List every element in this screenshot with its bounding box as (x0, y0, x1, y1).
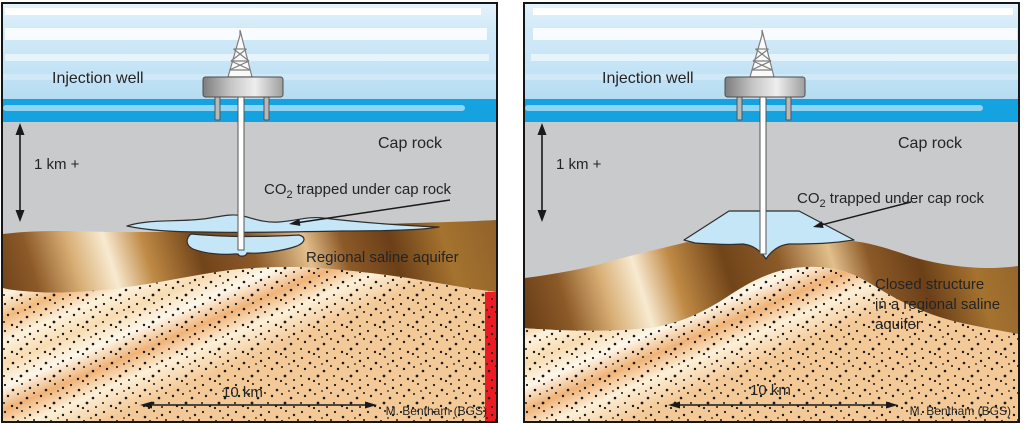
aquifer-label: Regional saline aquifer (306, 249, 459, 266)
rig-leg (785, 96, 792, 121)
rig-platform (724, 76, 806, 98)
injection-rig (202, 29, 284, 251)
rig-platform (202, 76, 284, 98)
co2-trapped-label: CO2 trapped under cap rock (264, 181, 452, 201)
depth-arrow (15, 123, 25, 222)
scale-label: 10 km (750, 382, 791, 399)
cap-rock-label: Cap rock (898, 135, 963, 152)
co2-trapped-label: CO2 trapped under cap rock (797, 190, 985, 210)
diagram-art-left (3, 4, 496, 421)
sea (3, 99, 496, 122)
co2-plume (126, 214, 440, 257)
saline-aquifer-band (3, 220, 496, 293)
co2-plume (683, 210, 855, 260)
sand-stipple (3, 267, 496, 421)
injection-well-label: Injection well (52, 70, 144, 87)
co2-pointer-arrow (289, 199, 451, 226)
scale-label: 10 km (222, 384, 263, 401)
credit-label: M. Bentham (BGS) (909, 404, 1011, 419)
panel-closed-structure: Injection well Cap rock 1 km + CO2 trapp… (523, 2, 1020, 423)
diagram-art-right (525, 4, 1018, 421)
sand-stipple (525, 266, 1018, 421)
well-pipe (759, 96, 767, 255)
depth-label: 1 km + (556, 156, 602, 173)
depth-label: 1 km + (34, 156, 80, 173)
cap-rock-label: Cap rock (378, 135, 443, 152)
scale-arrow (668, 401, 898, 409)
rig-leg (736, 96, 743, 121)
rig-leg (263, 96, 270, 121)
credit-label: M. Bentham (BGS) (385, 404, 487, 419)
co2-pointer-arrow (813, 201, 912, 228)
depth-arrow (537, 123, 547, 222)
derrick-icon (749, 29, 775, 78)
sea (525, 99, 1018, 122)
saline-aquifer-band (525, 241, 1018, 334)
scale-arrow (140, 401, 377, 409)
injection-well-label: Injection well (602, 70, 694, 87)
well-pipe (237, 96, 245, 251)
aquifer-label: Closed structure in a regional saline aq… (875, 276, 1001, 333)
panel-regional-saline-aquifer: Injection well Cap rock 1 km + CO2 trapp… (1, 2, 498, 423)
rig-leg (214, 96, 221, 121)
injection-rig (724, 29, 806, 255)
